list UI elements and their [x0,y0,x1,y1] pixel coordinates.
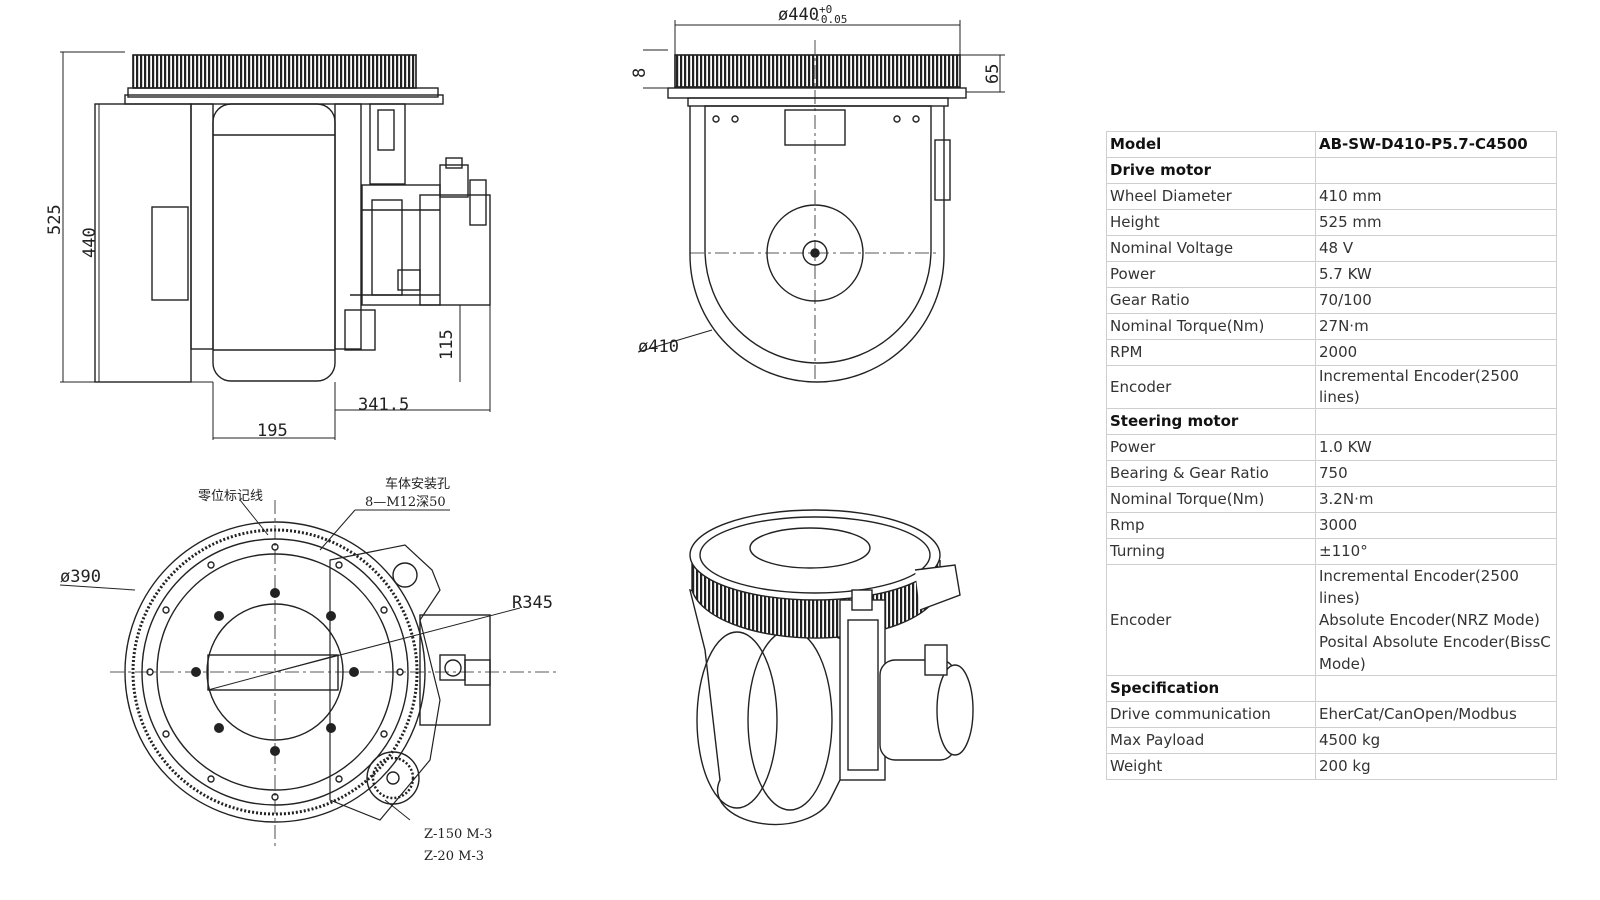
spec-value: 27N·m [1315,313,1557,340]
top-view [59,499,560,850]
spec-key: Model [1106,131,1316,158]
spec-key: RPM [1106,339,1316,366]
spec-value: 48 V [1315,235,1557,262]
dim-440: 440 [80,227,100,258]
spec-value-line: Mode) [1319,655,1366,673]
spec-key: Encoder [1106,365,1316,409]
technical-drawing: 525 440 115 341.5 195 ø4 [45,3,1005,864]
front-view-dimensions: ø440+0-0.05 8 65 ø410 [630,3,1003,357]
spec-value-line: Incremental Encoder(2500 lines) [1319,567,1519,607]
spec-value-line: Absolute Encoder(NRZ Mode) [1319,611,1540,629]
gear-z20-label: Z-20 M-3 [424,849,484,864]
spec-key: Weight [1106,753,1316,780]
mount-hole-label: 车体安装孔 [385,476,450,492]
dim-r345: R345 [512,593,553,613]
front-gear-ring [674,54,961,88]
spec-key: Power [1106,261,1316,288]
spec-value: 3000 [1315,512,1557,539]
isometric-view [689,509,974,826]
spec-key: Nominal Voltage [1106,235,1316,262]
spec-key: Wheel Diameter [1106,183,1316,210]
spec-row: Turning±110° [1106,538,1557,565]
spec-row: Steering motor [1106,408,1557,435]
spec-value: 750 [1315,460,1557,487]
gear-z150-label: Z-150 M-3 [424,827,492,842]
spec-value: EherCat/CanOpen/Modbus [1315,701,1557,728]
spec-key: Specification [1106,675,1316,702]
top-gear-ring [124,521,426,823]
spec-value: 410 mm [1315,183,1557,210]
spec-key: Turning [1106,538,1316,565]
spec-value [1315,157,1557,184]
spec-value: 2000 [1315,339,1557,366]
top-view-dimensions: ø390 R345 车体安装孔 8—M12深50 零位标记线 Z-150 M-3… [60,476,553,864]
dim-195: 195 [257,421,288,441]
spec-key: Rmp [1106,512,1316,539]
dim-diameter-440: ø440+0-0.05 [778,3,847,26]
dim-65: 65 [983,64,1003,84]
front-view [637,20,1005,383]
spec-key: Gear Ratio [1106,287,1316,314]
spec-value: 200 kg [1315,753,1557,780]
spec-value [1315,408,1557,435]
spec-key: Height [1106,209,1316,236]
spec-value: 5.7 KW [1315,261,1557,288]
spec-value-line: Posital Absolute Encoder(BissC [1319,633,1551,651]
dim-8: 8 [630,68,650,78]
iso-gear-top [689,509,941,601]
side-view [60,51,491,440]
spec-key: Nominal Torque(Nm) [1106,313,1316,340]
mount-hole-spec: 8—M12深50 [365,495,446,510]
spec-row: Nominal Torque(Nm)27N·m [1106,313,1557,340]
spec-key: Power [1106,434,1316,461]
dim-390: ø390 [60,567,101,587]
spec-row: Specification [1106,675,1557,702]
spec-key: Nominal Torque(Nm) [1106,486,1316,513]
spec-value: Incremental Encoder(2500 lines) [1315,365,1557,409]
side-gear-ring [132,54,417,89]
spec-row: Nominal Torque(Nm)3.2N·m [1106,486,1557,513]
spec-value: 4500 kg [1315,727,1557,754]
spec-value: 70/100 [1315,287,1557,314]
spec-row: Drive motor [1106,157,1557,184]
dim-wheel-410: ø410 [638,337,679,357]
side-wheel [212,103,336,382]
spec-key: Encoder [1106,564,1316,676]
spec-value [1315,675,1557,702]
spec-value: 1.0 KW [1315,434,1557,461]
dim-341-5: 341.5 [358,395,409,415]
dim-115: 115 [437,329,457,360]
spec-key: Steering motor [1106,408,1316,435]
side-view-dimensions: 525 440 115 341.5 195 [45,204,457,441]
dim-525: 525 [45,204,65,235]
spec-key: Max Payload [1106,727,1316,754]
spec-value: Incremental Encoder(2500 lines) Absolute … [1315,564,1557,676]
zero-mark-label: 零位标记线 [198,489,263,504]
spec-value: 3.2N·m [1315,486,1557,513]
spec-value: ±110° [1315,538,1557,565]
spec-key: Drive motor [1106,157,1316,184]
pinion-gear [366,751,420,805]
spec-key: Bearing & Gear Ratio [1106,460,1316,487]
spec-value: AB-SW-D410-P5.7-C4500 [1315,131,1557,158]
spec-value: 525 mm [1315,209,1557,236]
spec-key: Drive communication [1106,701,1316,728]
